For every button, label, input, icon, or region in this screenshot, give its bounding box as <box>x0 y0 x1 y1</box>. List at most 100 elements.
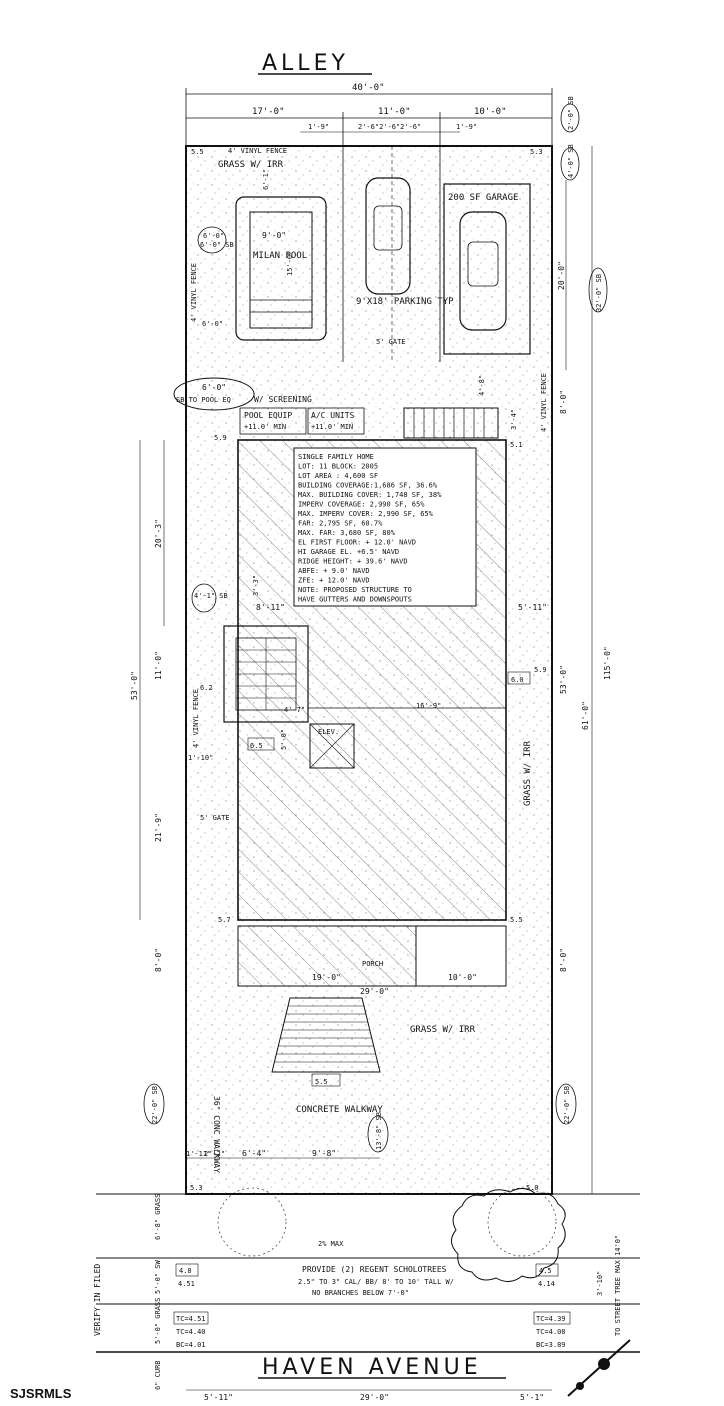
elev-curb-right-box: 4.5 <box>539 1267 552 1275</box>
side-stair <box>223 625 309 723</box>
dim-5-0-sw: 5'-0" SW <box>154 1259 162 1294</box>
elev-east-5-9: 5.9 <box>534 666 547 674</box>
ac-units-pad <box>307 407 365 435</box>
dim-pool-width: 9'-0" <box>262 231 286 240</box>
dim-3-4: 3'-4" <box>510 409 518 430</box>
elev-top-right: 5.3 <box>530 148 543 156</box>
dim-20-0: 20'-0" <box>557 261 566 290</box>
setback-side-4-1: 4'-1" SB <box>194 592 228 600</box>
notes-list: SINGLE FAMILY HOME LOT: 11 BLOCK: 2005 L… <box>298 453 442 604</box>
dim-61-0: 61'-0" <box>581 701 590 730</box>
dim-29-0: 29'-0" <box>360 987 389 996</box>
elev-house-ne: 5.1 <box>510 441 523 449</box>
elev-stair: 6.2 <box>200 684 213 692</box>
note-line: ZFE: + 12.0' NAVD <box>298 577 370 585</box>
note-line: MAX. IMPERV COVER: 2,990 SF, 65% <box>298 510 434 518</box>
dim-overall-width: 40'-0" <box>352 83 385 93</box>
dim-8-0-right-front: 8'-0" <box>559 948 568 972</box>
label-vinyl-fence-right: 4' VINYL FENCE <box>540 373 548 432</box>
label-vinyl-fence-mid: 4' VINYL FENCE <box>192 689 200 748</box>
notes-box <box>293 447 477 607</box>
label-sb-to-pool-eq: SB TO POOL EQ <box>176 396 231 404</box>
note-trees-1: PROVIDE (2) REGENT SCHOLOTREES <box>302 1265 447 1274</box>
front-steps <box>271 997 381 1073</box>
garage <box>443 183 531 355</box>
dim-3-10-tree: 3'-10" <box>596 1271 604 1296</box>
street-tree-right <box>487 1187 557 1257</box>
elev-house-nw: 5.9 <box>214 434 227 442</box>
dim-10-0: 10'-0" <box>448 973 477 982</box>
note-trees-2: 2.5" TO 3" CAL/ BB/ 8' TO 10' TALL W/ <box>298 1278 454 1286</box>
note-line: ABFE: + 9.0' NAVD <box>298 567 370 575</box>
dim-1-11: 1'-11" <box>186 1150 211 1158</box>
north-arrow-icon <box>567 1339 631 1397</box>
garage-car <box>459 211 507 331</box>
elev-front-right: 5.0 <box>526 1184 539 1192</box>
note-line: LOT AREA : 4,600 SF <box>298 472 378 480</box>
street-name-haven-avenue: HAVEN AVENUE <box>262 1355 482 1380</box>
dim-2-2: 2'-2" <box>204 1150 225 1158</box>
setback-top: 2'-0" SB <box>567 96 575 130</box>
dim-5-0: 5'-0" <box>280 729 288 750</box>
bc-left: BC=4.01 <box>176 1341 206 1349</box>
label-ac-units: A/C UNITS <box>311 411 355 420</box>
label-screening: W/ SCREENING <box>254 395 312 404</box>
dim-width-mid: 11'-0" <box>378 107 411 117</box>
label-ac-units-elev: +11.0' MIN <box>311 423 353 431</box>
dim-pool-sb-label: 6'-0" SB <box>200 241 234 249</box>
dim-stall-widths: 2'-6"2'-6"2'-6" <box>358 123 421 131</box>
tc-right: TC=4.08 <box>536 1328 566 1336</box>
dim-53-0-right: 53'-0" <box>559 665 568 694</box>
porch <box>237 925 417 987</box>
label-verify-in-filed: VERIFY IN FILED <box>93 1264 102 1336</box>
elev-top-left: 5.5 <box>191 148 204 156</box>
watermark: SJSRMLS <box>10 1386 72 1401</box>
tc-left-box: TC=4.51 <box>176 1315 206 1323</box>
elev-east-6: 6.0 <box>511 676 524 684</box>
pool-equipment-pad <box>239 407 307 435</box>
dim-1-9-right: 1'-9" <box>456 123 477 131</box>
label-concrete-walkway-1: CONCRETE WALKWAY <box>296 1105 383 1115</box>
label-street-tree-offset: TO STREET TREE MAX 14'0" <box>614 1235 622 1336</box>
note-line: EL FIRST FLOOR: + 12.0' NAVD <box>298 539 416 547</box>
note-line: HI GARAGE EL. +6.5' NAVD <box>298 548 399 556</box>
dim-width-right: 10'-0" <box>474 107 507 117</box>
dim-9-8: 9'-8" <box>312 1149 336 1158</box>
dim-5-1-bottom: 5'-1" <box>520 1393 544 1402</box>
label-pool-equip-elev: +11.0' MIN <box>244 423 286 431</box>
tc-right-box: TC=4.39 <box>536 1315 566 1323</box>
dim-8-0-left: 8'-0" <box>154 948 163 972</box>
dim-29-0-bottom: 29'-0" <box>360 1393 389 1402</box>
note-line: NOTE: PROPOSED STRUCTURE TO <box>298 586 412 594</box>
dim-4-8: 4'-8" <box>478 375 486 396</box>
dim-6-curb: 6" CURB <box>154 1360 162 1390</box>
dim-6-1: 6'-1" <box>262 169 270 190</box>
elev-walkway: 5.5 <box>315 1078 328 1086</box>
dim-53-0-left: 53'-0" <box>130 671 139 700</box>
elev-front-left: 5.3 <box>190 1184 203 1192</box>
street-name-alley: ALLEY <box>262 51 349 76</box>
label-pool-equip: POOL EQUIP <box>244 411 292 420</box>
dim-pool-length: 15'-0" <box>286 251 294 276</box>
dim-1-9-left: 1'-9" <box>308 123 329 131</box>
note-line: HAVE GUTTERS AND DOWNSPOUTS <box>298 596 412 604</box>
note-line: BUILDING COVERAGE:1,686 SF, 36.6% <box>298 482 438 490</box>
dim-20-3: 20'-3" <box>154 519 163 548</box>
label-parking: 9'X18' PARKING TYP <box>356 297 454 307</box>
dim-3-3: 3'-3" <box>252 575 260 596</box>
elev-curb-left-box: 4.8 <box>179 1267 192 1275</box>
dim-8-0-right: 8'-0" <box>559 390 568 414</box>
setback-front-right: 22'-0" SB <box>563 1086 571 1124</box>
dim-pool-sb-6: 6'-0" <box>203 232 224 240</box>
tree-canopy-outline <box>451 1188 566 1282</box>
elevator <box>309 723 355 769</box>
dim-6-8-grass: 6'-8" GRASS <box>154 1194 162 1240</box>
dim-pool-side-6: 6'-0" <box>202 320 223 328</box>
parked-car <box>365 177 411 295</box>
dim-16-9: 16'-9" <box>416 702 441 710</box>
front-garage-area <box>415 925 507 987</box>
dim-width-left: 17'-0" <box>252 107 285 117</box>
setback-rear-4: 4'-0" SB <box>567 144 575 178</box>
dim-5-11-bottom: 5'-11" <box>204 1393 233 1402</box>
